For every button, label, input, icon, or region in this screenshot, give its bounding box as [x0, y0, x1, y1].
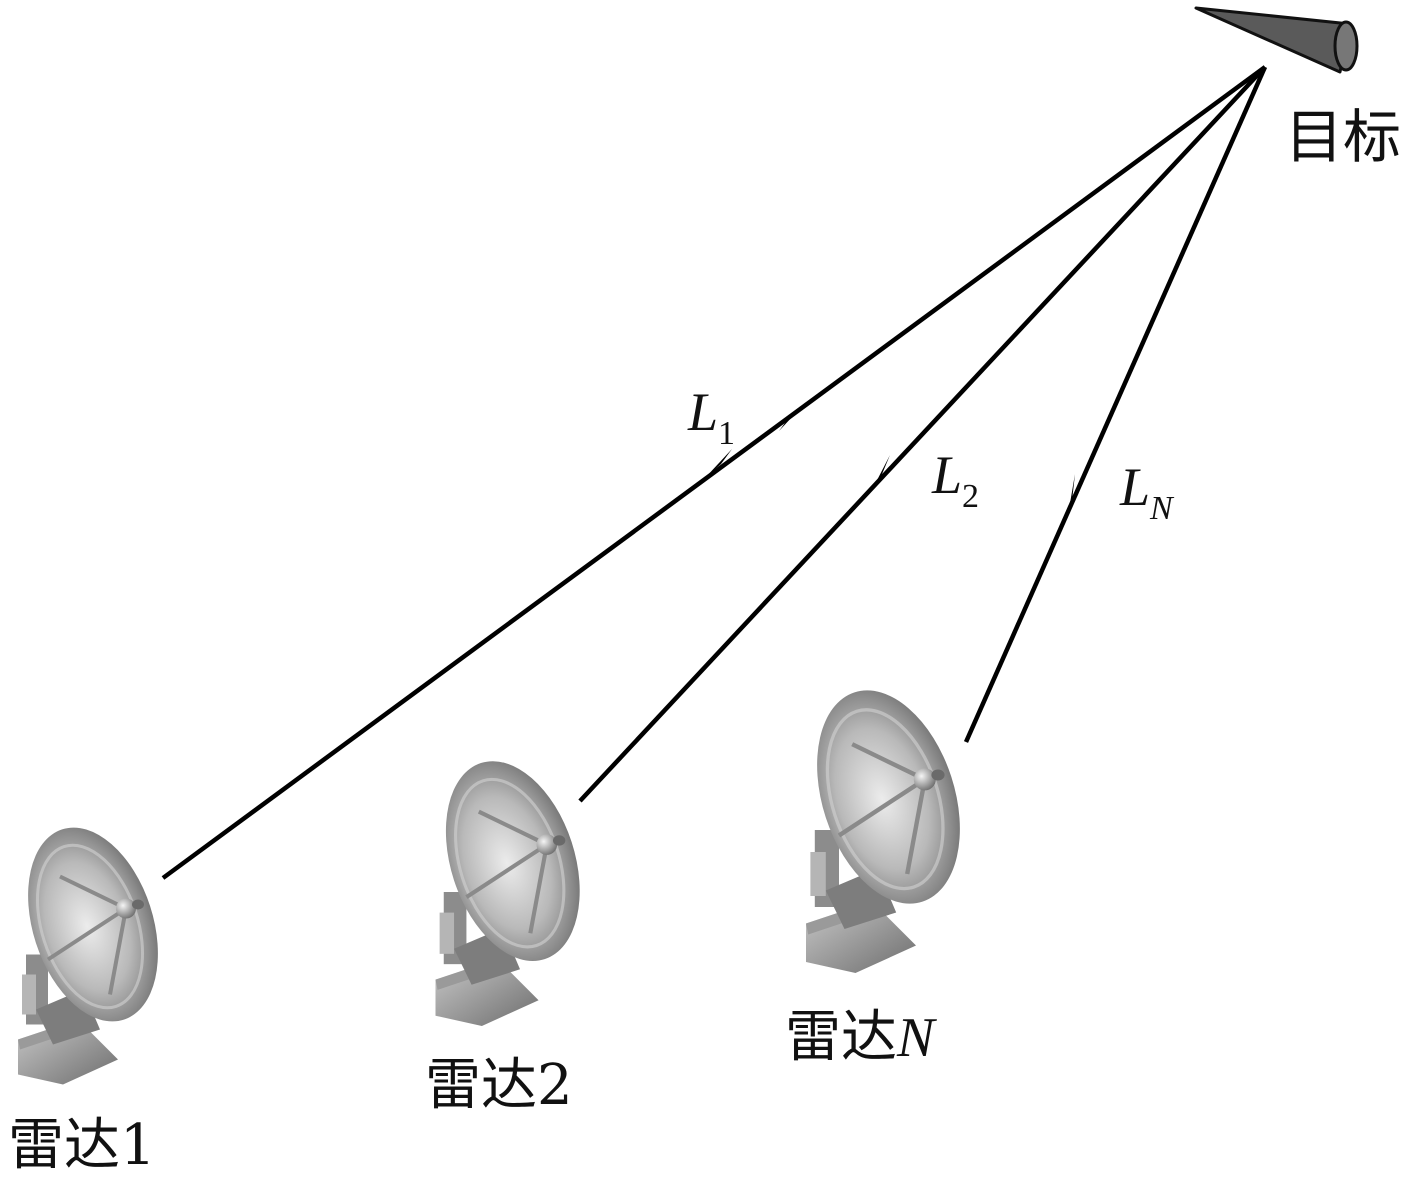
radar-label-n: 雷达N — [785, 1007, 935, 1069]
path-label-n: LN — [1120, 460, 1173, 526]
radar-label-suffix: 2 — [537, 1053, 573, 1118]
path-label-sub: 1 — [718, 415, 736, 452]
radar-label-suffix: N — [897, 1007, 935, 1069]
arrowhead-down-icon — [705, 449, 732, 478]
path-label-sub: N — [1150, 490, 1173, 527]
radar-label-prefix: 雷达 — [425, 1053, 537, 1118]
radar-label-1: 雷达1 — [8, 1118, 156, 1174]
arrowhead-up-icon — [779, 402, 806, 431]
path-label-2: L2 — [932, 448, 979, 514]
radar-label-2: 雷达2 — [425, 1058, 573, 1114]
target-aircraft-icon — [1194, 6, 1359, 74]
path-line-1 — [161, 65, 1267, 880]
radar-1-icon — [5, 811, 181, 1085]
path-label-main: L — [932, 445, 963, 505]
path-line-2 — [578, 65, 1267, 803]
arrowhead-down-icon — [1068, 474, 1075, 515]
path-line-n — [963, 66, 1268, 743]
path-label-main: L — [1120, 457, 1151, 517]
radar-label-prefix: 雷达 — [8, 1113, 120, 1178]
arrowhead-down-icon — [872, 455, 890, 490]
radar-label-suffix: 1 — [120, 1113, 156, 1178]
path-label-main: L — [688, 382, 719, 442]
path-label-sub: 2 — [962, 478, 980, 515]
target-label: 目标 — [1285, 103, 1402, 171]
path-label-1: L1 — [688, 385, 735, 451]
radar-2-icon — [422, 744, 603, 1026]
radar-n-icon — [792, 672, 986, 973]
radar-label-prefix: 雷达 — [785, 1005, 897, 1070]
